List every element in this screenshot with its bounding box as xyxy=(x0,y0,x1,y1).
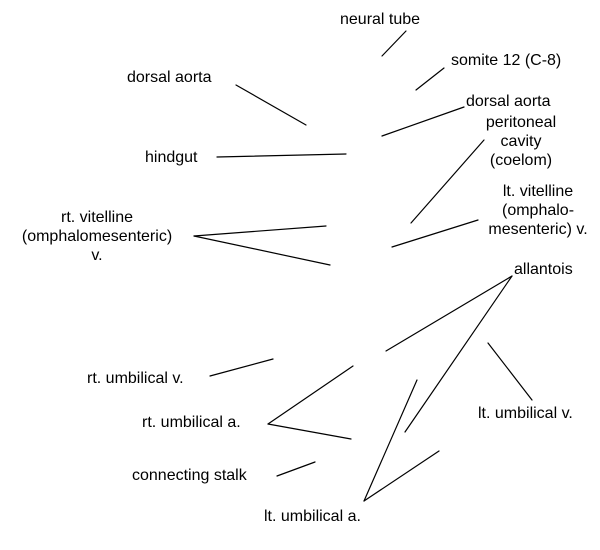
leader-hindgut xyxy=(216,153,347,158)
leader-lt-vitelline-v xyxy=(391,219,479,248)
label-dorsal-aorta-right: dorsal aorta xyxy=(466,93,551,110)
leader-connecting-stalk xyxy=(276,461,316,477)
label-rt-umbilical-a: rt. umbilical a. xyxy=(142,414,241,431)
label-rt-umbilical-v: rt. umbilical v. xyxy=(87,370,184,387)
leader-allantois-to-stalk xyxy=(404,275,513,433)
label-hindgut: hindgut xyxy=(145,149,198,166)
leader-allantois-to-center xyxy=(385,275,513,352)
label-connecting-stalk: connecting stalk xyxy=(132,467,247,484)
leader-dorsal-aorta-right xyxy=(381,106,465,137)
label-lt-umbilical-a: lt. umbilical a. xyxy=(264,508,361,525)
leader-lt-umbilical-v xyxy=(487,342,533,401)
leader-dorsal-aorta-left xyxy=(235,84,307,126)
label-somite-12: somite 12 (C-8) xyxy=(451,52,562,69)
leader-neural-tube xyxy=(381,30,407,57)
label-neural-tube: neural tube xyxy=(340,11,421,28)
label-rt-vitelline-v: rt. vitelline (omphalomesenteric) v. xyxy=(21,209,173,264)
label-allantois: allantois xyxy=(514,261,573,278)
leader-rt-vitelline-lower xyxy=(193,235,331,266)
label-lt-umbilical-v: lt. umbilical v. xyxy=(478,405,573,422)
label-dorsal-aorta-left: dorsal aorta xyxy=(127,69,212,86)
leader-lt-umbilical-a-right xyxy=(363,450,440,502)
leader-rt-umbilical-a-lower xyxy=(267,423,352,440)
leader-lt-umbilical-a-left xyxy=(363,379,418,502)
leader-somite-12 xyxy=(415,67,445,91)
leader-rt-vitelline-upper xyxy=(193,225,327,237)
leader-rt-umbilical-v xyxy=(209,358,274,377)
leader-rt-umbilical-a-upper xyxy=(267,365,354,425)
label-lt-vitelline-v: lt. vitelline (omphalo- mesenteric) v. xyxy=(488,183,588,238)
label-peritoneal-cavity: peritoneal cavity (coelom) xyxy=(485,114,557,169)
leader-peritoneal-cavity xyxy=(410,139,485,224)
